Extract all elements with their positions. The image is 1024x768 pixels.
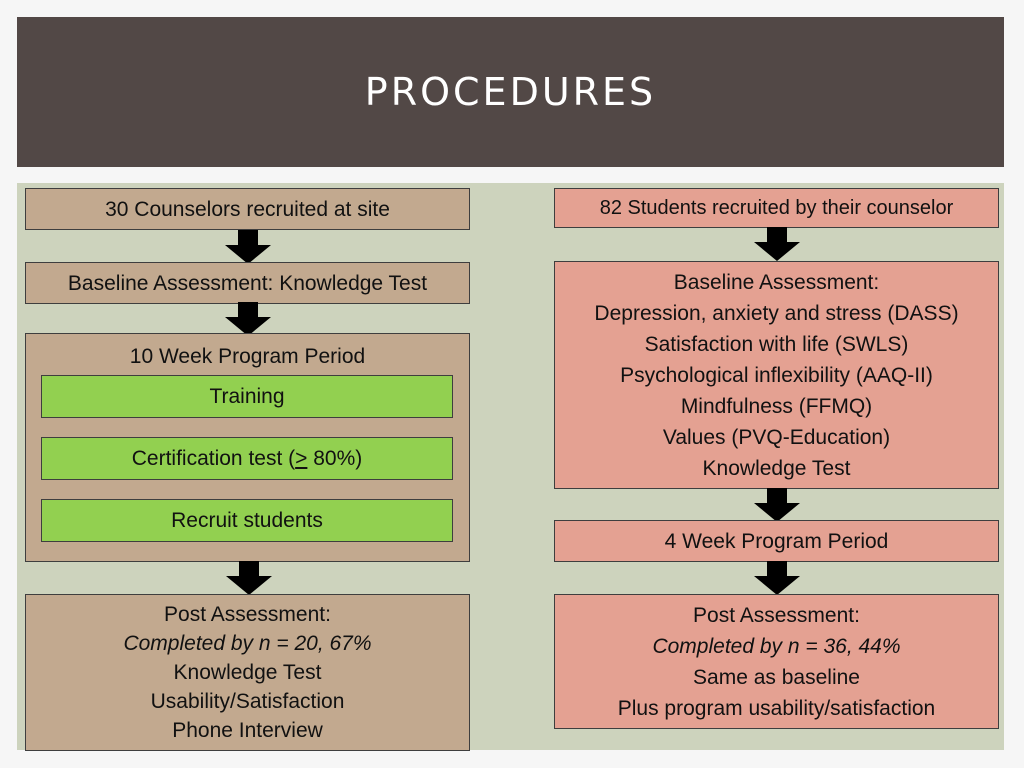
post-measure-item: Usability/Satisfaction [150,690,345,713]
student-program-period-text: 4 Week Program Period [664,529,889,553]
recruit-students-text: Recruit students [171,508,323,532]
arrow-down-icon [225,302,271,336]
baseline-measure-item: Values (PVQ-Education) [662,425,891,449]
student-post-assessment-box: Post Assessment: Completed by n = 36, 44… [554,594,999,729]
counselor-program-period-title: 10 Week Program Period [129,345,366,368]
recruit-students-box: Recruit students [41,499,453,542]
arrow-down-icon [225,230,271,264]
post-assessment-heading: Post Assessment: [164,603,331,626]
completion-rate: Completed by n = 20, 67% [123,632,372,655]
arrow-down-icon [754,488,800,522]
training-box: Training [41,375,453,418]
counselors-recruited-text: 30 Counselors recruited at site [105,197,390,221]
title-banner: PROCEDURES [17,17,1004,167]
arrow-down-icon [754,227,800,261]
post-measure-item: Phone Interview [172,719,323,742]
baseline-measure-item: Mindfulness (FFMQ) [680,394,873,418]
greater-equal-symbol: > [295,446,308,470]
arrow-down-icon [754,561,800,595]
post-measure-item: Knowledge Test [173,661,322,684]
arrow-down-icon [226,561,272,595]
page-title: PROCEDURES [364,70,657,114]
students-recruited-box: 82 Students recruited by their counselor [554,188,999,228]
certification-prefix: Certification test ( [131,446,296,470]
student-program-period-box: 4 Week Program Period [554,520,999,562]
certification-suffix: 80%) [307,446,363,470]
certification-test-box: Certification test (> 80%) [41,437,453,480]
counselor-baseline-box: Baseline Assessment: Knowledge Test [25,262,470,304]
baseline-measure-item: Satisfaction with life (SWLS) [644,332,909,356]
counselor-post-assessment-box: Post Assessment: Completed by n = 20, 67… [25,594,470,751]
post-assessment-heading: Post Assessment: [693,603,860,627]
baseline-measure-item: Psychological inflexibility (AAQ-II) [620,363,933,387]
certification-test-text: Certification test (> 80%) [132,447,363,471]
students-recruited-text: 82 Students recruited by their counselor [599,196,954,219]
training-text: Training [209,384,285,408]
baseline-heading: Baseline Assessment: [673,270,880,294]
completion-rate: Completed by n = 36, 44% [652,634,901,658]
counselor-baseline-text: Baseline Assessment: Knowledge Test [67,271,428,295]
post-measure-item: Plus program usability/satisfaction [617,696,936,720]
baseline-measure-item: Knowledge Test [702,456,851,480]
counselors-recruited-box: 30 Counselors recruited at site [25,188,470,230]
post-measure-item: Same as baseline [693,665,860,689]
baseline-measure-item: Depression, anxiety and stress (DASS) [594,301,959,325]
student-baseline-box: Baseline Assessment: Depression, anxiety… [554,261,999,489]
